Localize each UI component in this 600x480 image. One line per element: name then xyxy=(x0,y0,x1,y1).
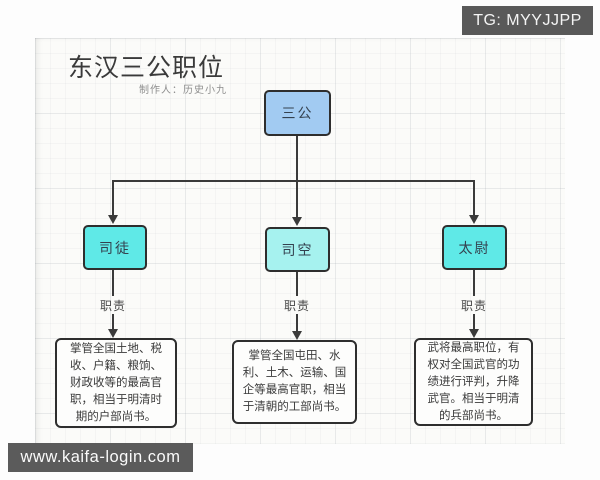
edge-label-zhize: 职责 xyxy=(99,299,126,313)
telegram-badge: TG: MYYJJPP xyxy=(462,6,593,35)
duty-box-situ: 掌管全国土地、税 收、户籍、粮饷、 财政收等的最高官 职，相当于明清时 期的户部… xyxy=(55,338,177,428)
diagram-subtitle: 制作人：历史小九 xyxy=(139,85,227,96)
arrow-down-icon xyxy=(469,329,479,338)
arrow-down-icon xyxy=(292,217,302,226)
connector-line xyxy=(296,182,298,218)
connector-line xyxy=(473,182,475,216)
connector-line xyxy=(112,314,114,331)
edge-label-zhize: 职责 xyxy=(460,299,487,313)
node-situ: 司徒 xyxy=(83,225,147,270)
arrow-down-icon xyxy=(108,329,118,338)
connector-line xyxy=(473,270,475,296)
edge-label-zhize: 职责 xyxy=(283,299,310,313)
connector-line xyxy=(296,136,298,181)
connector-line xyxy=(473,314,475,331)
site-watermark: www.kaifa-login.com xyxy=(8,443,193,472)
duty-box-taiwei: 武将最高职位，有 权对全国武官的功 绩进行评判，升降 武官。相当于明清 的兵部尚… xyxy=(414,338,533,426)
arrow-down-icon xyxy=(108,215,118,224)
connector-line xyxy=(112,270,114,296)
node-taiwei: 太尉 xyxy=(442,225,507,270)
connector-line xyxy=(112,180,475,182)
duty-box-sikong: 掌管全国屯田、水 利、土木、运输、国 企等最高官职，相当 于清朝的工部尚书。 xyxy=(232,340,357,424)
connector-line xyxy=(112,182,114,216)
connector-line xyxy=(296,314,298,333)
connector-line xyxy=(296,272,298,296)
arrow-down-icon xyxy=(469,215,479,224)
diagram-title: 东汉三公职位 xyxy=(68,53,225,82)
node-sikong: 司空 xyxy=(265,227,330,272)
node-sangong: 三公 xyxy=(264,90,331,136)
arrow-down-icon xyxy=(292,331,302,340)
